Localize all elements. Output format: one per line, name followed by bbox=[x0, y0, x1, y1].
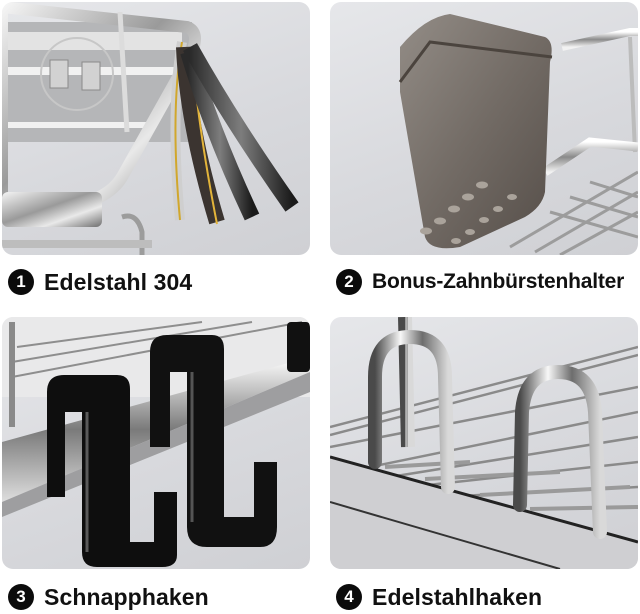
stainless-steel-layers-image bbox=[2, 2, 310, 255]
number-badge: 1 bbox=[8, 269, 34, 295]
stainless-steel-hooks-illustration bbox=[330, 317, 638, 569]
feature-caption-4: 4 Edelstahlhaken bbox=[336, 579, 542, 614]
number-badge: 2 bbox=[336, 269, 362, 295]
number-badge: 3 bbox=[8, 584, 34, 610]
feature-label: Bonus-Zahnbürstenhalter bbox=[372, 270, 625, 293]
feature-label: Schnapphaken bbox=[44, 583, 209, 610]
feature-label: Edelstahlhaken bbox=[372, 583, 543, 610]
feature-caption-2: 2 Bonus-Zahnbürstenhalter bbox=[336, 264, 624, 300]
toothbrush-holder-image bbox=[330, 2, 638, 255]
snap-hooks-illustration bbox=[2, 317, 310, 567]
stainless-steel-illustration bbox=[2, 2, 299, 255]
toothbrush-holder-illustration bbox=[398, 14, 638, 255]
feature-caption-3: 3 Schnapphaken bbox=[8, 579, 209, 614]
feature-caption-1: 1 Edelstahl 304 bbox=[8, 264, 192, 300]
snap-hooks-image bbox=[2, 317, 310, 569]
feature-label: Edelstahl 304 bbox=[44, 268, 193, 295]
number-badge: 4 bbox=[336, 584, 362, 610]
stainless-steel-hooks-image bbox=[330, 317, 638, 569]
